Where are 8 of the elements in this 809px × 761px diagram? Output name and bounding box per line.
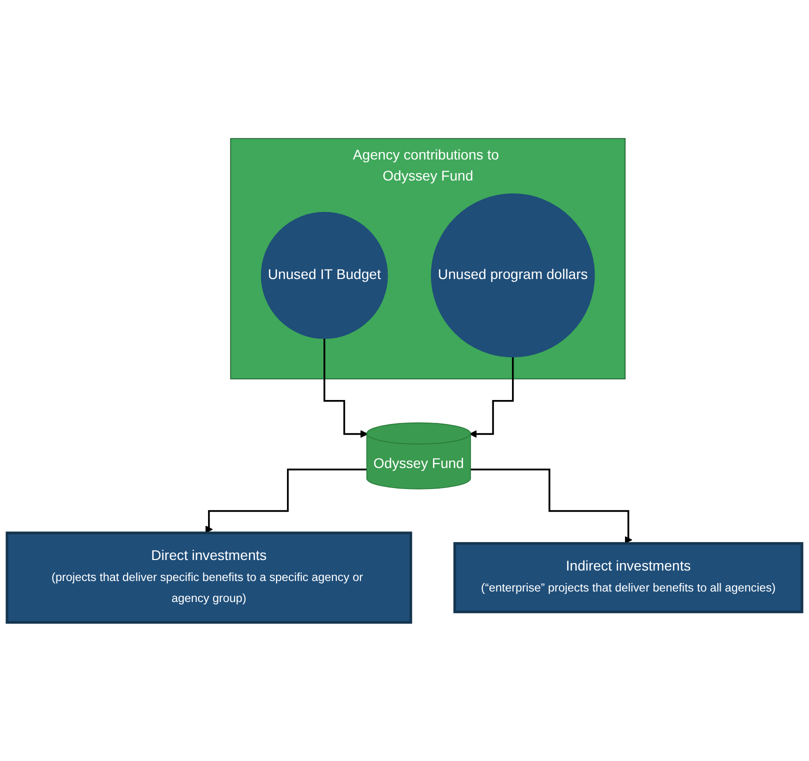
arrow	[469, 356, 514, 438]
node-box: Indirect investments (“enterprise” projects that deliver benefits to all agencies)	[453, 542, 804, 614]
node-circle: Unused program dollars	[430, 193, 595, 358]
arrow	[324, 338, 368, 438]
node-box: Direct investments (projects that deliver specific benefits to a specific agency or agency group)	[6, 532, 412, 624]
arrow	[205, 468, 367, 534]
arrow	[470, 468, 632, 544]
node-circle: Unused IT Budget	[260, 212, 388, 339]
